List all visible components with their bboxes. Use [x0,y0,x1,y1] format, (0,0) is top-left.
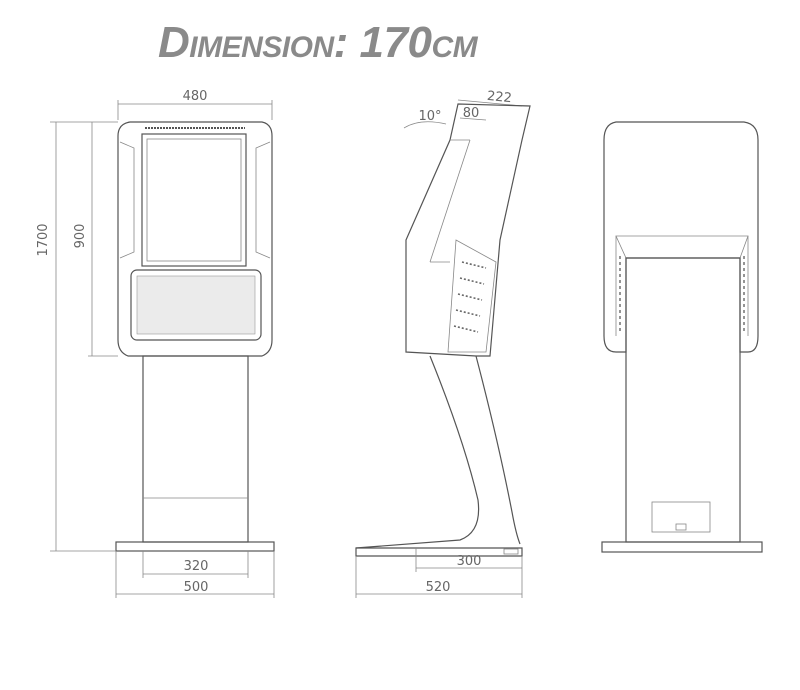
kiosk-screen [141,133,247,267]
vent-slots [453,261,487,333]
lower-panel-inner [136,275,256,335]
page-title: DIMENSION: 170CM [158,18,478,68]
screen-inner [146,138,242,262]
side-base-plate [355,547,523,557]
dim-width-top: 480 [183,89,208,104]
kiosk-head-body [117,121,273,357]
stand-column [142,355,249,543]
title-colon-num: : 170 [333,18,432,67]
dim-base-outer: 500 [184,580,209,595]
title-small-2: CM [431,31,478,64]
dim-side-base-outer: 520 [426,580,451,595]
back-light-strips [619,256,745,332]
side-head-body [405,103,531,357]
dim-depth-inner: 80 [463,106,480,121]
head-edge [429,139,471,263]
vent-panel [447,239,497,353]
base-foot [503,548,519,555]
base-plate [115,541,275,552]
title-small-1: IMENSION [189,31,334,64]
back-base-plate [601,541,763,553]
side-stand-front [355,355,480,549]
title-cap-d: D [158,18,190,67]
side-stand-back [475,355,521,545]
angle-arc [403,121,447,129]
door-lock [675,523,687,531]
access-door [651,501,711,533]
front-view: 480 1700 900 320 5 [36,89,275,598]
back-head-opening [615,235,749,259]
dim-base-inner: 320 [184,559,209,574]
side-view: 222 80 10° 300 520 [355,89,531,598]
back-stand-column [625,257,741,543]
dim-tilt-angle: 10° [418,109,441,124]
back-head-shell [603,121,759,353]
dim-height-head: 900 [73,224,88,249]
dim-height-total: 1700 [36,223,51,256]
dim-side-base-inner: 300 [457,554,482,569]
back-view [601,121,763,553]
side-light-right [255,141,271,259]
lower-panel [130,269,262,341]
side-light-left [119,141,135,259]
dim-depth-top: 222 [486,89,512,107]
dim-line-depth-inner [459,117,487,121]
